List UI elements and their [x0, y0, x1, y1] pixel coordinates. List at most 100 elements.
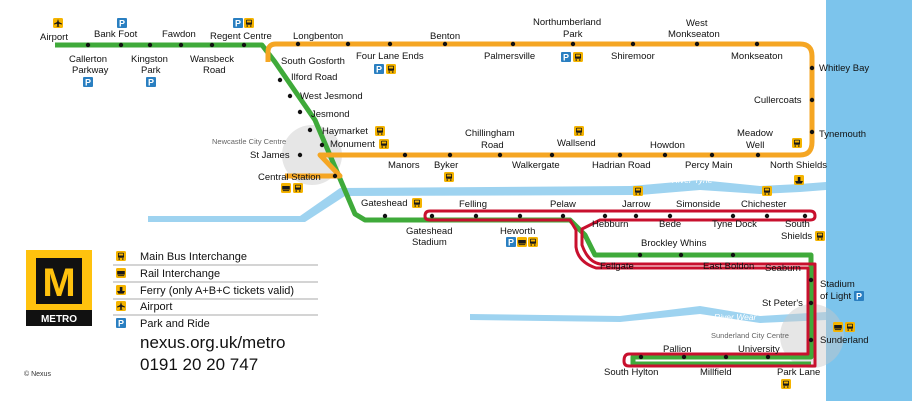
station-felling[interactable]: Felling	[459, 199, 487, 210]
station-west-monkseaton-line1[interactable]: West	[686, 18, 708, 29]
station-airport[interactable]: Airport	[40, 32, 68, 43]
station-jesmond[interactable]: Jesmond	[311, 109, 350, 120]
station-stadium-of-light-line2[interactable]: of Light	[820, 291, 852, 302]
station-hebburn[interactable]: Hebburn	[592, 219, 628, 230]
station-regent-centre[interactable]: Regent Centre	[210, 31, 272, 42]
station-monkseaton[interactable]: Monkseaton	[731, 51, 783, 62]
park-and-ride-icon	[116, 318, 126, 329]
website-link[interactable]: nexus.org.uk/metro	[140, 333, 286, 352]
legend-row-bus: Main Bus Interchange	[113, 251, 318, 266]
station-manors[interactable]: Manors	[388, 160, 420, 171]
station-bede[interactable]: Bede	[659, 219, 681, 230]
station-brockley-whins[interactable]: Brockley Whins	[641, 238, 707, 249]
station-north-shields[interactable]: North Shields	[770, 160, 827, 171]
station-millfield[interactable]: Millfield	[700, 367, 732, 378]
station-ilford-road[interactable]: Ilford Road	[291, 72, 337, 83]
station-longbenton[interactable]: Longbenton	[293, 31, 343, 42]
station-st-james[interactable]: St James	[250, 150, 290, 161]
station-jarrow[interactable]: Jarrow	[622, 199, 651, 210]
station-central-station[interactable]: Central Station	[258, 172, 321, 183]
station-west-monkseaton-line2[interactable]: Monkseaton	[668, 29, 720, 40]
station-gateshead-stadium-line2[interactable]: Stadium	[412, 237, 447, 248]
station-walkergate[interactable]: Walkergate	[512, 160, 560, 171]
label-river-tyne: River Tyne	[672, 175, 713, 185]
station-northumberland-park-line1[interactable]: Northumberland	[533, 17, 601, 28]
bus-icon	[781, 379, 791, 389]
station-st-peters[interactable]: St Peter's	[762, 298, 803, 309]
rail-icon	[281, 183, 291, 193]
station-shiremoor[interactable]: Shiremoor	[611, 51, 655, 62]
station-meadow-well-line2[interactable]: Well	[746, 140, 764, 151]
station-fawdon[interactable]: Fawdon	[162, 29, 196, 40]
station-stadium-of-light-line1[interactable]: Stadium	[820, 279, 855, 290]
station-whitley-bay[interactable]: Whitley Bay	[819, 63, 869, 74]
station-cullercoats[interactable]: Cullercoats	[754, 95, 802, 106]
station-tynemouth[interactable]: Tynemouth	[819, 129, 866, 140]
station-seaburn[interactable]: Seaburn	[765, 263, 801, 274]
legend-bus-label: Main Bus Interchange	[140, 251, 247, 263]
station-simonside[interactable]: Simonside	[676, 199, 720, 210]
station-meadow-well-line1[interactable]: Meadow	[737, 128, 773, 139]
station-haymarket[interactable]: Haymarket	[322, 126, 368, 137]
station-south-gosforth[interactable]: South Gosforth	[281, 56, 345, 67]
station-south-shields-line1[interactable]: South	[785, 219, 810, 230]
station-pallion[interactable]: Pallion	[663, 344, 692, 355]
park-and-ride-icon	[117, 18, 127, 29]
station-south-hylton[interactable]: South Hylton	[604, 367, 658, 378]
bus-icon	[845, 322, 855, 332]
station-callerton-parkway-line1[interactable]: Callerton	[69, 54, 107, 65]
legend-ferry-label: Ferry (only A+B+C tickets valid)	[140, 285, 294, 297]
legend-airport-label: Airport	[140, 301, 172, 313]
station-benton[interactable]: Benton	[430, 31, 460, 42]
legend-row-airport: Airport	[113, 301, 318, 316]
station-kingston-park-line1[interactable]: Kingston	[131, 54, 168, 65]
station-northumberland-park-line2[interactable]: Park	[563, 29, 583, 40]
ferry-icon	[794, 175, 804, 185]
station-heworth[interactable]: Heworth	[500, 226, 535, 237]
station-wansbeck-road-line2[interactable]: Road	[203, 65, 226, 76]
park-and-ride-icon	[506, 237, 516, 248]
station-university[interactable]: University	[738, 344, 780, 355]
station-byker[interactable]: Byker	[434, 160, 458, 171]
station-howdon[interactable]: Howdon	[650, 140, 685, 151]
legend-row-rail: Rail Interchange	[113, 268, 318, 283]
station-four-lane-ends[interactable]: Four Lane Ends	[356, 51, 424, 62]
legend-park-ride-label: Park and Ride	[140, 318, 210, 330]
rail-icon	[116, 268, 126, 278]
station-chillingham-road-line1[interactable]: Chillingham	[465, 128, 515, 139]
station-hadrian-road[interactable]: Hadrian Road	[592, 160, 651, 171]
station-palmersville[interactable]: Palmersville	[484, 51, 535, 62]
bus-icon	[573, 52, 583, 62]
newcastle-city-centre-zone	[282, 125, 342, 185]
station-fellgate[interactable]: Fellgate	[600, 261, 634, 272]
station-tyne-dock[interactable]: Tyne Dock	[712, 219, 757, 230]
station-gateshead[interactable]: Gateshead	[361, 198, 407, 209]
station-sunderland[interactable]: Sunderland	[820, 335, 869, 346]
label-river-wear: River Wear	[714, 312, 758, 322]
station-east-boldon[interactable]: East Boldon	[703, 261, 754, 272]
airport-icon	[116, 301, 126, 311]
station-callerton-parkway-line2[interactable]: Parkway	[72, 65, 109, 76]
label-newcastle-city-centre: Newcastle City Centre	[212, 137, 286, 146]
station-wansbeck-road-line1[interactable]: Wansbeck	[190, 54, 234, 65]
park-and-ride-icon	[146, 77, 156, 88]
station-bank-foot[interactable]: Bank Foot	[94, 29, 138, 40]
station-south-shields-line2[interactable]: Shields	[781, 231, 812, 242]
bus-icon	[792, 138, 802, 148]
station-percy-main[interactable]: Percy Main	[685, 160, 733, 171]
station-gateshead-stadium-line1[interactable]: Gateshead	[406, 226, 452, 237]
station-wallsend[interactable]: Wallsend	[557, 138, 596, 149]
station-monument[interactable]: Monument	[330, 139, 375, 150]
station-west-jesmond[interactable]: West Jesmond	[300, 91, 363, 102]
phone-number: 0191 20 20 747	[140, 355, 258, 374]
station-pelaw[interactable]: Pelaw	[550, 199, 576, 210]
station-kingston-park-line2[interactable]: Park	[141, 65, 161, 76]
bus-icon	[116, 251, 126, 261]
metro-logo: M METRO	[26, 250, 92, 326]
station-park-lane[interactable]: Park Lane	[777, 367, 820, 378]
station-chichester[interactable]: Chichester	[741, 199, 786, 210]
yellow-line	[265, 41, 815, 179]
bus-icon	[244, 18, 254, 28]
station-chillingham-road-line2[interactable]: Road	[481, 140, 504, 151]
